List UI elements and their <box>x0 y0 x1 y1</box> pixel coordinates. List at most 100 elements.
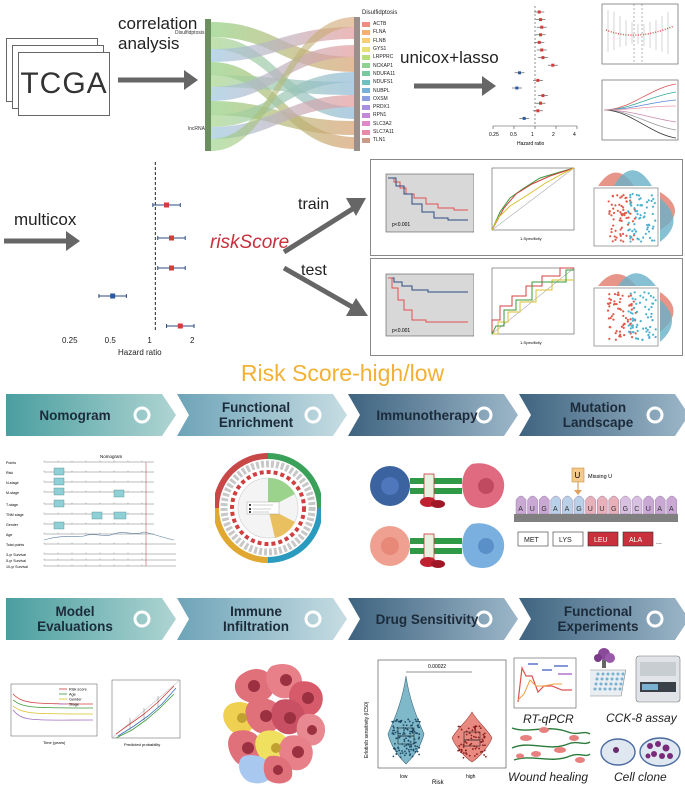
test-roc-plot: 1-Specificity <box>491 267 575 345</box>
nomogram-row-label: 10-yr Survival <box>6 565 28 569</box>
test-km-plot: p<0.001 <box>385 273 474 337</box>
stage-circle-icon <box>475 610 493 628</box>
nomogram-row: 10-yr Survival <box>6 564 176 569</box>
stage-stages2-2[interactable]: Drug Sensitivity <box>348 598 518 640</box>
nomogram-row-label: Age <box>6 533 12 537</box>
stage-label: Mutation Landscape <box>562 400 634 430</box>
tcga-label: TCGA <box>20 67 108 100</box>
rna-base-letter: A <box>553 506 558 513</box>
forest-point <box>534 40 545 44</box>
rna-base: U <box>527 495 538 515</box>
nomogram-row-label: M-stage <box>6 491 19 495</box>
forest-point <box>519 116 530 120</box>
legend-swatch <box>362 46 370 52</box>
legend-item: ACTB <box>362 20 412 28</box>
lasso-coef-plot <box>601 79 679 141</box>
drug-group-low: low <box>400 774 408 780</box>
stage-stages1-2[interactable]: Immunotherapy <box>348 394 518 436</box>
drug-pvalue: 0.00022 <box>428 664 446 670</box>
rna-base: U <box>597 495 608 515</box>
forest-point <box>538 56 548 60</box>
legend-label: NDUFS1 <box>373 79 394 86</box>
legend-swatch <box>362 54 370 60</box>
drug-xlabel: Risk <box>432 780 445 784</box>
rna-base-letter: G <box>541 506 546 513</box>
wound-healing-image <box>511 727 591 763</box>
arrow-to-multicox <box>4 231 80 251</box>
stage-circle-icon <box>304 610 322 628</box>
test-km-pvalue: p<0.001 <box>392 328 410 334</box>
nomogram-row-label: TNM stage <box>6 513 24 517</box>
unicox-lasso-label: unicox+lasso <box>400 48 499 67</box>
stage-stages1-3[interactable]: Mutation Landscape <box>519 394 685 436</box>
codon-box: MET <box>517 531 549 547</box>
rna-base: A <box>550 495 561 515</box>
rna-base: U <box>585 495 596 515</box>
legend-item: SLC7A11 <box>362 128 412 136</box>
legend-swatch <box>362 137 370 143</box>
multicox-tick: 0.5 <box>104 336 116 345</box>
stage-stages1-1[interactable]: Functional Enrichment <box>177 394 347 436</box>
legend-swatch <box>362 21 370 27</box>
train-km-pvalue: p<0.001 <box>392 222 410 228</box>
stage-stages2-3[interactable]: Functional Experiments <box>519 598 685 640</box>
stage-stages2-1[interactable]: Immune Infiltration <box>177 598 347 640</box>
nomogram-row-label: N-stage <box>6 481 19 485</box>
forest-point <box>538 94 548 98</box>
sankey-top-label: Disulfidptosis <box>175 30 205 36</box>
legend-label: FLNB <box>373 37 386 44</box>
multicox-point <box>157 265 186 271</box>
legend-item: TLN1 <box>362 136 412 144</box>
arrow-to-sankey <box>118 70 198 90</box>
eval-legend-item: Gender <box>59 698 82 702</box>
legend-label: ACTB <box>373 21 387 28</box>
legend-item: OXSM <box>362 95 412 103</box>
forest-point <box>535 33 546 37</box>
rna-base-letter: U <box>530 506 535 513</box>
legend-label: NUBPL <box>373 87 390 94</box>
legend-item: FLNB <box>362 37 412 45</box>
test-pca-plot <box>593 273 674 347</box>
immunotherapy-diagram <box>370 463 505 568</box>
rna-base: U <box>643 495 654 515</box>
legend-swatch <box>362 112 370 118</box>
forest-tick: 2 <box>552 132 555 138</box>
eval-legend-item: Risk score <box>59 688 87 692</box>
legend-item: NUBPL <box>362 86 412 94</box>
legend-item: PRDX1 <box>362 103 412 111</box>
nomogram-row-label: Gender <box>6 523 19 527</box>
rna-base-letter: A <box>657 506 662 513</box>
nomogram-row: Points <box>6 460 154 465</box>
legend-label: TLN1 <box>373 137 386 144</box>
stage-label: Drug Sensitivity <box>375 611 479 627</box>
codon-label: LYS <box>559 537 572 544</box>
rna-base-letter: G <box>576 506 581 513</box>
rna-base: A <box>562 495 573 515</box>
exp-label-wound: Wound healing <box>508 770 589 784</box>
multicox-point <box>157 235 186 241</box>
nomogram-row-label: 3-yr Survival <box>6 553 26 557</box>
calibration-plot: Predicted probability <box>111 679 181 747</box>
rna-base-letter: U <box>646 506 651 513</box>
nomogram-row: Risk <box>6 470 154 475</box>
exp-label-clone: Cell clone <box>614 770 667 784</box>
codon-box: ALA <box>622 531 654 547</box>
stage-circle-icon <box>304 406 322 424</box>
stage-label: Functional Experiments <box>557 604 639 634</box>
stage-stages2-0[interactable]: Model Evaluations <box>6 598 176 640</box>
forest-point <box>534 10 545 14</box>
lasso-cv-plot <box>601 3 679 65</box>
stage-stages1-0[interactable]: Nomogram <box>6 394 176 436</box>
stage-label: Immune Infiltration <box>223 604 289 634</box>
forest-point <box>514 71 525 75</box>
rna-base: A <box>515 495 527 515</box>
multicox-forest-plot <box>98 162 195 332</box>
legend-swatch <box>362 63 370 69</box>
eval-legend-item: Stage <box>59 703 79 707</box>
legend-swatch <box>362 96 370 102</box>
rna-base-letter: C <box>634 506 639 513</box>
rna-base: G <box>620 495 631 515</box>
